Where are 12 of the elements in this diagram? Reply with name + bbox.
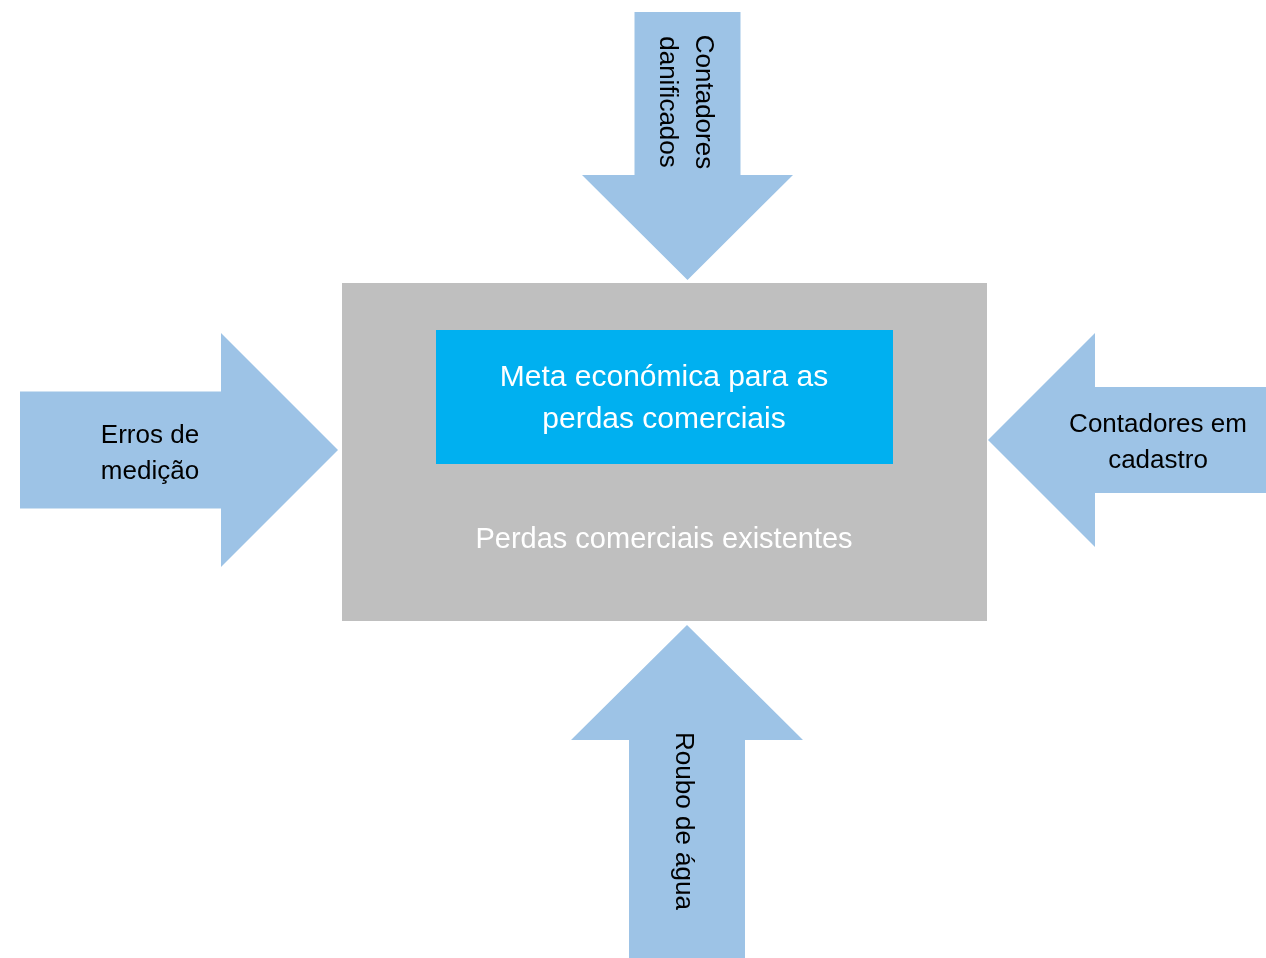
arrow-label: Contadores danificados: [653, 33, 722, 172]
block-arrow: [582, 12, 793, 280]
arrow-label: Contadores em cadastro: [1068, 406, 1248, 476]
box-label: Meta económica para as perdas comerciais: [498, 358, 830, 436]
block-arrow: [20, 333, 338, 567]
block-arrow: [571, 625, 803, 958]
arrow-label: Roubo de água: [669, 731, 702, 912]
arrow-label: Erros de medição: [99, 417, 201, 487]
block-arrow: [988, 333, 1266, 547]
box-label: Perdas comerciais existentes: [474, 520, 854, 556]
outer-box: [342, 283, 987, 621]
target-box: [436, 330, 893, 464]
